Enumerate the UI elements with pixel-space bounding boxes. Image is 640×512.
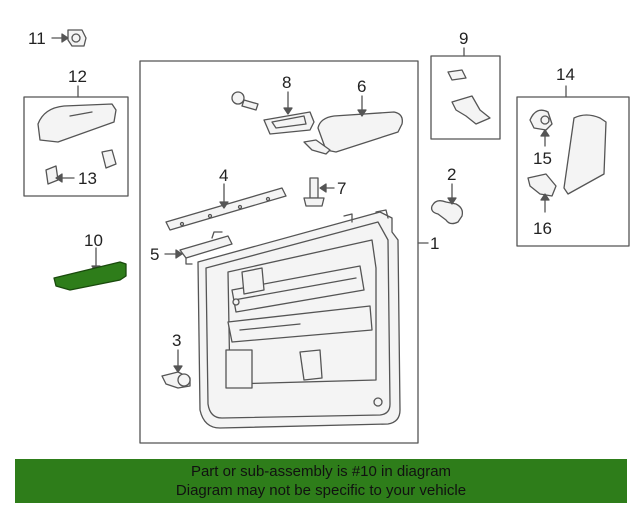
callout-3: 3 [172, 331, 181, 350]
clip-part-3 [161, 349, 191, 389]
bracket-part-5 [164, 231, 233, 265]
callout-9: 9 [459, 29, 468, 48]
clip-part-11 [51, 29, 87, 47]
pad-part-10 [53, 247, 127, 291]
callout-15: 15 [533, 149, 552, 168]
bracket-part-4 [165, 183, 287, 231]
screw-part-7 [303, 177, 335, 207]
callout-1: 1 [430, 234, 439, 253]
door-panel-box [139, 60, 419, 444]
callout-4: 4 [219, 166, 228, 185]
callout-12: 12 [68, 67, 87, 86]
callout-7: 7 [337, 179, 346, 198]
banner-line-1: Part or sub-assembly is #10 in diagram [190, 463, 452, 480]
box-part-14 [516, 85, 630, 247]
callout-5: 5 [150, 245, 159, 264]
callout-13: 13 [78, 169, 97, 188]
callout-14: 14 [556, 65, 575, 84]
bezel-part-8 [263, 91, 315, 135]
callout-11: 11 [28, 29, 46, 48]
door-trim-panel [197, 209, 401, 429]
callout-16: 16 [533, 219, 552, 238]
clip-part-2 [430, 183, 464, 225]
screw-small [231, 91, 259, 111]
box-part-9 [430, 47, 501, 140]
armrest-part-6 [303, 95, 403, 155]
callout-2: 2 [447, 165, 456, 184]
callout-6: 6 [357, 77, 366, 96]
box-part-12 [23, 85, 129, 197]
callout-10: 10 [84, 231, 103, 250]
callout-8: 8 [282, 73, 291, 92]
banner-line-2: Diagram may not be specific to your vehi… [175, 482, 467, 499]
info-banner: Part or sub-assembly is #10 in diagram D… [15, 459, 627, 503]
